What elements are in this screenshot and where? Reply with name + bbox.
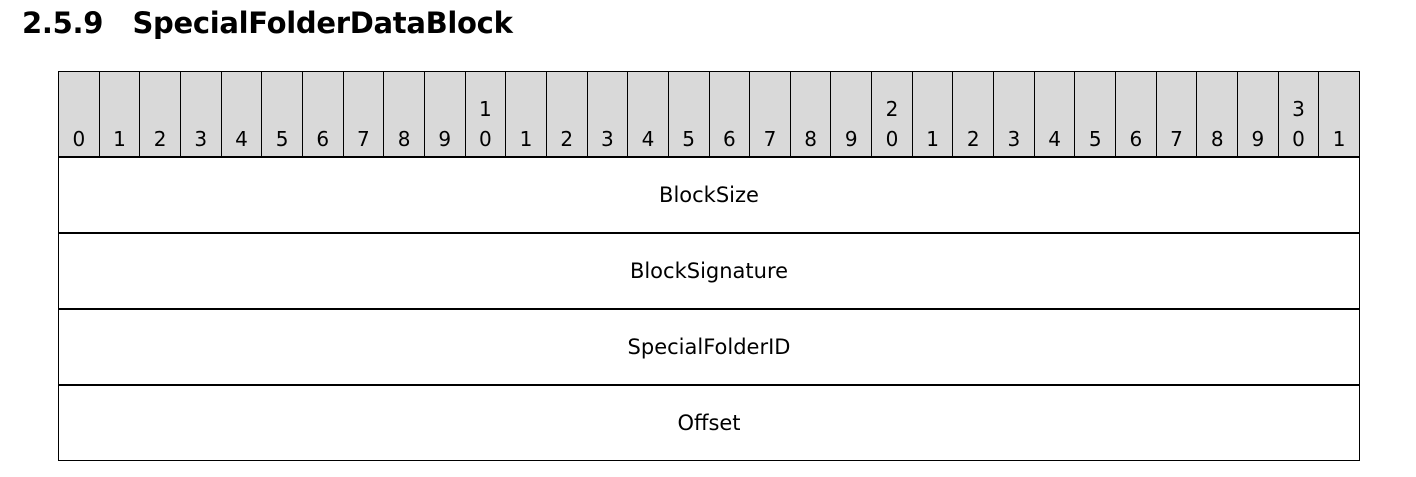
bit-header-cell: 3 bbox=[180, 72, 222, 156]
bit-header-cell: 9 bbox=[424, 72, 466, 156]
bit-header-cell: 6 bbox=[302, 72, 344, 156]
bit-digit: 8 bbox=[1210, 127, 1224, 151]
bit-digit: 8 bbox=[804, 127, 817, 151]
bit-header-cell: 6 bbox=[1116, 72, 1157, 156]
bit-header-cell: 7 bbox=[750, 72, 791, 156]
bit-digit: 2 bbox=[560, 127, 574, 151]
bit-digit: 2 bbox=[153, 127, 167, 151]
bit-header-cell: 2 bbox=[953, 72, 995, 156]
bit-header-cell: 0 bbox=[59, 72, 100, 156]
bit-digit: 9 bbox=[438, 127, 452, 151]
bit-digit: 4 bbox=[1048, 127, 1061, 151]
bit-header-cell: 5 bbox=[668, 72, 710, 156]
bit-header-cell: 4 bbox=[221, 72, 263, 156]
bit-digit: 7 bbox=[1170, 127, 1183, 151]
bit-header-cell: 6 bbox=[709, 72, 751, 156]
bit-digit: 1 bbox=[479, 97, 492, 121]
bit-header-cell: 2 bbox=[546, 72, 588, 156]
bit-digit: 6 bbox=[722, 127, 736, 151]
bit-digit: 6 bbox=[316, 127, 330, 151]
bit-digit: 3 bbox=[1292, 97, 1305, 121]
bit-digit: 7 bbox=[763, 127, 777, 151]
bit-digit: 0 bbox=[885, 127, 899, 151]
bit-digit: 2 bbox=[966, 127, 980, 151]
bit-digit: 1 bbox=[1332, 127, 1346, 151]
field-row: BlockSize bbox=[59, 158, 1359, 234]
bit-header-cell: 1 bbox=[99, 72, 141, 156]
field-row: BlockSignature bbox=[59, 234, 1359, 310]
bit-header-cell: 1 bbox=[912, 72, 954, 156]
bit-digit: 8 bbox=[397, 127, 411, 151]
bit-digit: 0 bbox=[479, 127, 492, 151]
bit-header-cell: 8 bbox=[790, 72, 832, 156]
bit-digit: 4 bbox=[235, 127, 248, 151]
bit-digit: 0 bbox=[1292, 127, 1305, 151]
bit-header-cell: 1 bbox=[1319, 72, 1359, 156]
bit-digit: 3 bbox=[1007, 127, 1021, 151]
bit-header-cell: 7 bbox=[1156, 72, 1198, 156]
bit-digit: 6 bbox=[1129, 127, 1143, 151]
bit-header-cell: 4 bbox=[1034, 72, 1076, 156]
bit-header-cell: 2 bbox=[140, 72, 181, 156]
bit-digit: 5 bbox=[275, 127, 289, 151]
field-row: Offset bbox=[677, 411, 741, 435]
bit-digit: 3 bbox=[194, 127, 208, 151]
bit-digit: 7 bbox=[357, 127, 370, 151]
bit-digit: 4 bbox=[641, 127, 655, 151]
bit-header-cell: 3 bbox=[994, 72, 1035, 156]
bit-header-cell: 4 bbox=[628, 72, 669, 156]
bit-digit: 5 bbox=[682, 127, 696, 151]
bit-digit: 1 bbox=[519, 127, 533, 151]
bit-digit: 9 bbox=[1251, 127, 1265, 151]
bit-header-cell: 1 bbox=[506, 72, 547, 156]
bit-digit: 3 bbox=[600, 127, 614, 151]
bit-header-cell: 9 bbox=[831, 72, 873, 156]
bit-header-cell: 5 bbox=[262, 72, 303, 156]
bit-digit: 0 bbox=[72, 127, 86, 151]
bit-header-cell: 3 bbox=[587, 72, 629, 156]
bit-header-cell: 7 bbox=[343, 72, 385, 156]
bit-header-cell: 8 bbox=[384, 72, 425, 156]
bit-header-cell: 5 bbox=[1075, 72, 1117, 156]
bit-digit: 2 bbox=[885, 97, 899, 121]
section-title: 2.5.9 SpecialFolderDataBlock bbox=[22, 6, 513, 40]
bit-digit: 1 bbox=[113, 127, 126, 151]
bit-digit: 9 bbox=[844, 127, 858, 151]
bit-header-cell: 9 bbox=[1238, 72, 1279, 156]
bit-digit: 5 bbox=[1088, 127, 1102, 151]
bit-digit: 1 bbox=[926, 127, 939, 151]
field-row: SpecialFolderID bbox=[59, 310, 1359, 386]
bit-header-cell: 8 bbox=[1197, 72, 1239, 156]
